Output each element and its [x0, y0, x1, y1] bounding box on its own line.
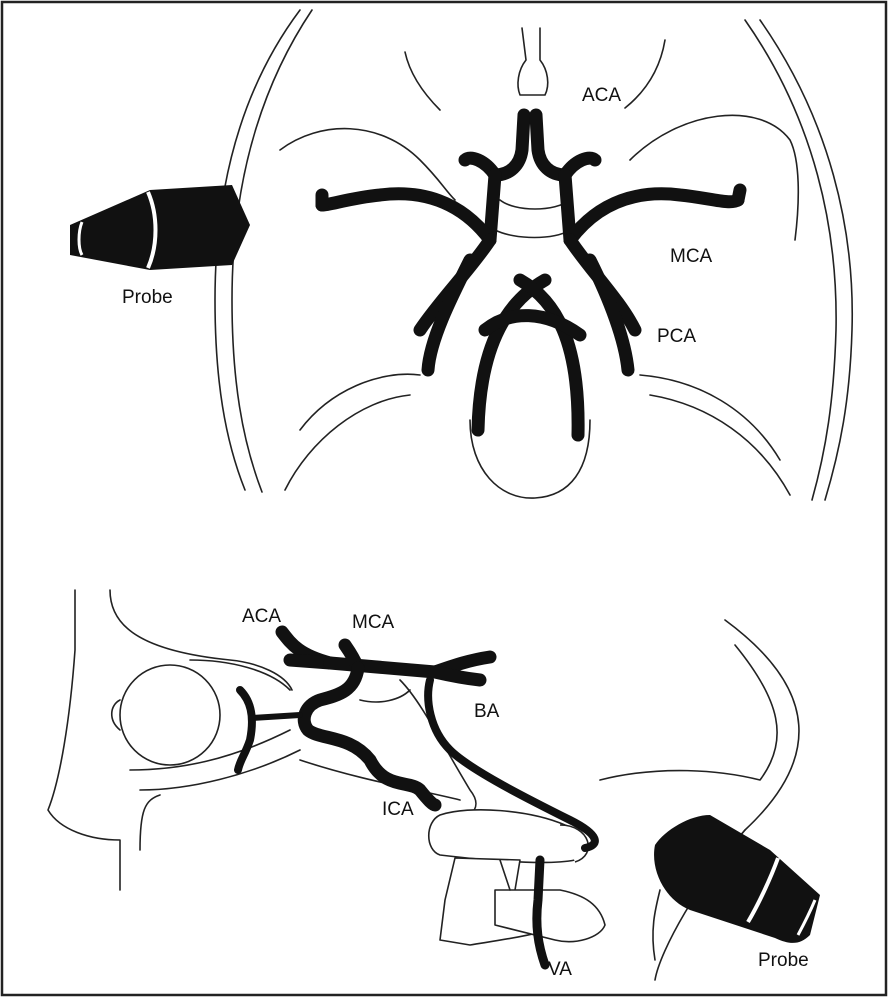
orbit-roof-side: [190, 660, 290, 690]
label-aca-top: ACA: [582, 85, 621, 106]
maxilla-line: [140, 795, 160, 850]
mca-branch-side: [435, 672, 480, 680]
basilar-right: [520, 280, 578, 435]
orbit-left: [405, 52, 440, 110]
label-ica-side: ICA: [382, 799, 414, 820]
eyeball: [120, 665, 220, 765]
ica-right: [565, 175, 570, 240]
orbit-floor-side-2: [140, 750, 300, 790]
probe-top: [70, 185, 250, 270]
label-mca-top: MCA: [670, 246, 713, 267]
face-profile: [48, 590, 120, 890]
middle-fossa-left-2: [285, 395, 410, 490]
label-ba-side: BA: [474, 701, 500, 722]
label-probe-side: Probe: [758, 950, 809, 971]
mca-tip-right: [738, 190, 740, 200]
ica-left: [490, 175, 495, 240]
neck-line-2: [653, 890, 660, 960]
occipital-outer: [600, 645, 777, 780]
top-view-diagram: ACA MCA PCA Probe: [70, 10, 852, 500]
skull-outline-right-outer: [760, 20, 852, 500]
skull-outline-right-inner: [745, 20, 836, 500]
label-probe-top: Probe: [122, 287, 173, 308]
middle-fossa-left: [300, 374, 420, 430]
ophthalmic-link: [252, 715, 300, 718]
clivus-line: [495, 230, 570, 238]
mca-vessel-left: [322, 194, 490, 240]
ica-siphon-side: [304, 668, 435, 805]
sella-line: [500, 200, 570, 209]
aca-vessel-right: [536, 115, 565, 175]
circle-of-willis: [322, 115, 740, 435]
middle-fossa-right: [640, 375, 780, 460]
label-pca-top: PCA: [657, 326, 696, 347]
ophthalmic-side: [238, 690, 252, 770]
probe-top-body: [70, 185, 250, 270]
skull-outline-left-inner: [232, 10, 312, 492]
anterior-fossa-left: [280, 129, 455, 200]
label-aca-side: ACA: [242, 606, 281, 627]
side-vessels: [238, 632, 595, 965]
side-view-diagram: ACA MCA BA ICA VA Probe: [48, 590, 820, 980]
eyeball-lid: [112, 700, 120, 730]
clivus-side: [360, 690, 410, 702]
label-va-side: VA: [548, 959, 572, 980]
basilar-left: [478, 280, 545, 430]
aca-vessel-left: [495, 115, 524, 175]
cervical-vertebrae: [429, 810, 605, 945]
label-mca-side: MCA: [352, 612, 395, 633]
orbit-right: [625, 40, 665, 108]
mca-vessel-right: [570, 194, 738, 240]
crista-galli: [518, 28, 548, 95]
anterior-fossa-right: [630, 115, 798, 240]
atlas: [429, 810, 579, 863]
orbit-floor-side: [130, 730, 290, 770]
